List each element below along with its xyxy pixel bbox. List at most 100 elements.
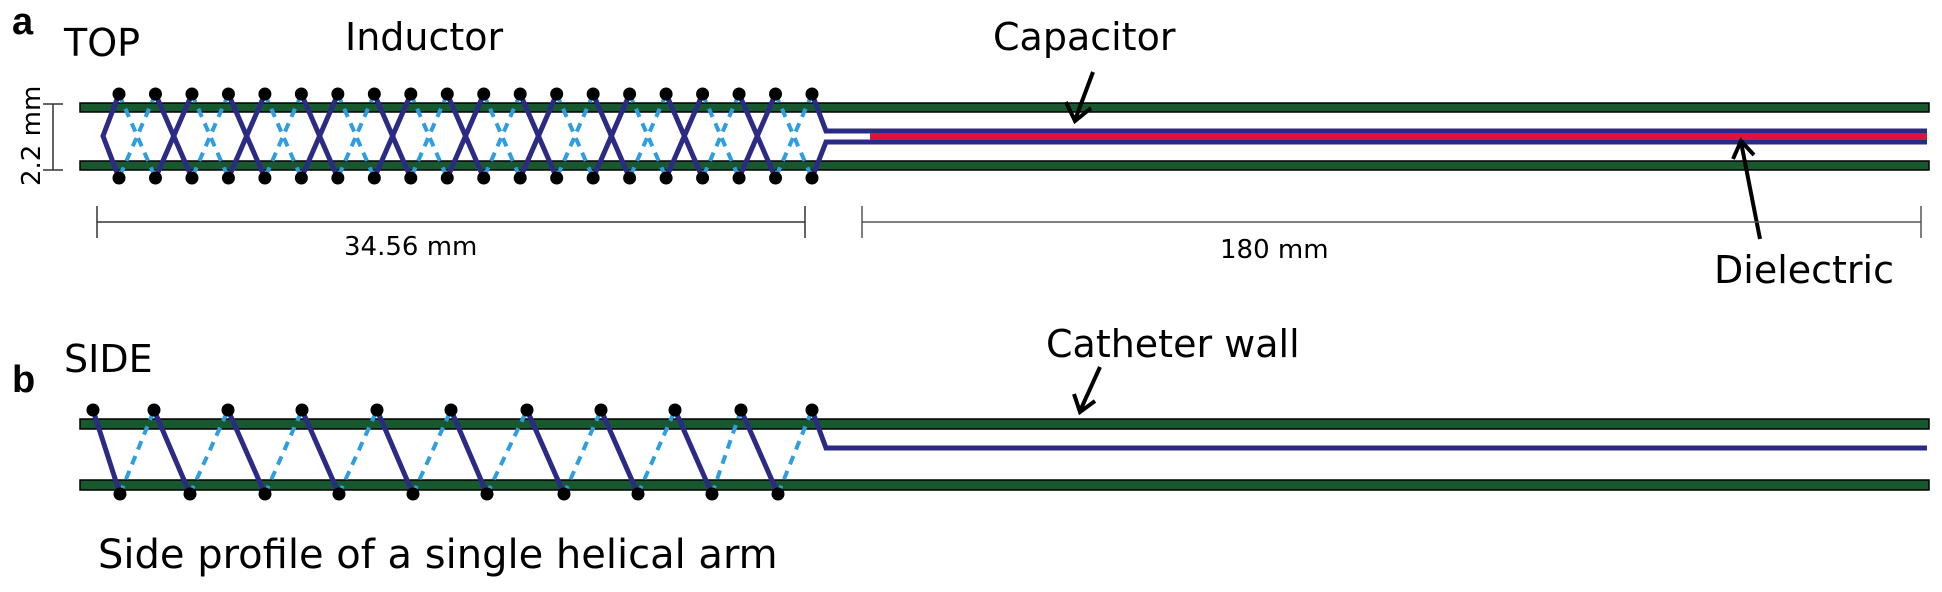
contact-dot — [294, 171, 308, 185]
capacitor-plate-upper — [809, 93, 1927, 134]
contact-dot — [86, 403, 100, 417]
inductor-length-dimension — [96, 206, 806, 238]
contact-dot — [406, 487, 420, 501]
contact-dot — [734, 403, 748, 417]
top-view-label: TOP — [63, 21, 140, 65]
contact-dot — [732, 87, 746, 101]
contact-dot — [659, 171, 673, 185]
top-wall-lower — [79, 160, 1930, 171]
contact-dot — [623, 87, 637, 101]
dielectric-label: Dielectric — [1714, 248, 1894, 292]
side-wall-lower — [79, 479, 1930, 491]
dielectric-arrow — [1731, 137, 1762, 240]
front-winding — [444, 93, 487, 179]
contact-dot — [513, 171, 527, 185]
contact-dot — [440, 87, 454, 101]
contact-dot — [113, 487, 127, 501]
helix-front-segment — [225, 408, 268, 496]
front-winding — [372, 93, 414, 179]
inductor-front-windings — [100, 93, 778, 179]
contact-dot — [440, 171, 454, 185]
contact-dot — [477, 87, 491, 101]
contact-dot — [732, 171, 746, 185]
dielectric-layer — [870, 133, 1927, 140]
contact-dot — [404, 87, 418, 101]
contact-dot — [513, 87, 527, 101]
helix-front-segment — [374, 409, 416, 495]
contact-dot — [185, 87, 199, 101]
front-winding — [590, 93, 632, 179]
contact-dot — [258, 487, 272, 501]
helix-front-segment — [738, 408, 781, 496]
contact-dot — [477, 171, 491, 185]
contact-dot — [221, 87, 235, 101]
helix-front-segment — [448, 409, 490, 495]
contact-dot — [148, 87, 162, 101]
helix-lead-wire — [809, 409, 1927, 451]
helix-front-segment — [598, 408, 641, 496]
contact-dot — [147, 403, 161, 417]
side-view-label: SIDE — [64, 337, 153, 381]
contact-dot — [294, 87, 308, 101]
winding-end — [100, 93, 122, 179]
contact-dot — [183, 487, 197, 501]
contact-dot — [258, 87, 272, 101]
capacitor-arrow — [1064, 71, 1095, 125]
contact-dot — [370, 403, 384, 417]
side-caption: Side profile of a single helical arm — [98, 532, 778, 578]
contact-dot — [148, 171, 162, 185]
inductor-contacts — [112, 87, 819, 185]
contact-dot — [659, 87, 673, 101]
helix-front-segment — [151, 409, 193, 495]
contact-dot — [367, 171, 381, 185]
catheter-wall-label: Catheter wall — [1046, 322, 1300, 366]
contact-dot — [805, 171, 819, 185]
contact-dot — [696, 171, 710, 185]
contact-dot — [805, 87, 819, 101]
panel-a-letter: a — [12, 1, 34, 43]
contact-dot — [404, 171, 418, 185]
top-wall-upper — [79, 102, 1930, 113]
contact-dot — [221, 171, 235, 185]
height-dimension-label: 2.2 mm — [17, 86, 47, 186]
inductor-label: Inductor — [345, 15, 504, 59]
height-dimension-line — [43, 103, 63, 171]
contact-dot — [769, 87, 783, 101]
contact-dot — [221, 403, 235, 417]
panel-b-letter: b — [12, 359, 35, 401]
contact-dot — [668, 403, 682, 417]
contact-dot — [594, 403, 608, 417]
contact-dot — [631, 487, 645, 501]
contact-dot — [550, 171, 564, 185]
contact-dot — [185, 171, 199, 185]
contact-dot — [586, 171, 600, 185]
contact-dot — [444, 403, 458, 417]
contact-dot — [258, 171, 272, 185]
helix-front-segment — [90, 409, 123, 495]
contact-dot — [331, 87, 345, 101]
contact-dot — [367, 87, 381, 101]
contact-dot — [623, 171, 637, 185]
contact-dot — [295, 403, 309, 417]
capacitor-plate-lower — [809, 139, 1927, 179]
contact-dot — [771, 487, 785, 501]
contact-dot — [480, 487, 494, 501]
contact-dot — [705, 487, 719, 501]
front-winding — [226, 93, 268, 179]
contact-dot — [805, 403, 819, 417]
capacitor — [809, 93, 1927, 179]
helix-front-segment — [524, 408, 567, 496]
contact-dot — [112, 171, 126, 185]
contact-dot — [557, 487, 571, 501]
contact-dot — [696, 87, 710, 101]
capacitor-length-dimension — [861, 206, 1922, 238]
helix-front-segments — [90, 408, 781, 496]
capacitor-label: Capacitor — [993, 15, 1176, 59]
capacitor-length-label: 180 mm — [1220, 235, 1329, 265]
contact-dot — [332, 487, 346, 501]
helix-contacts — [86, 403, 819, 501]
contact-dot — [520, 403, 534, 417]
inductor-length-label: 34.56 mm — [344, 232, 477, 262]
side-wall-upper — [79, 418, 1930, 430]
